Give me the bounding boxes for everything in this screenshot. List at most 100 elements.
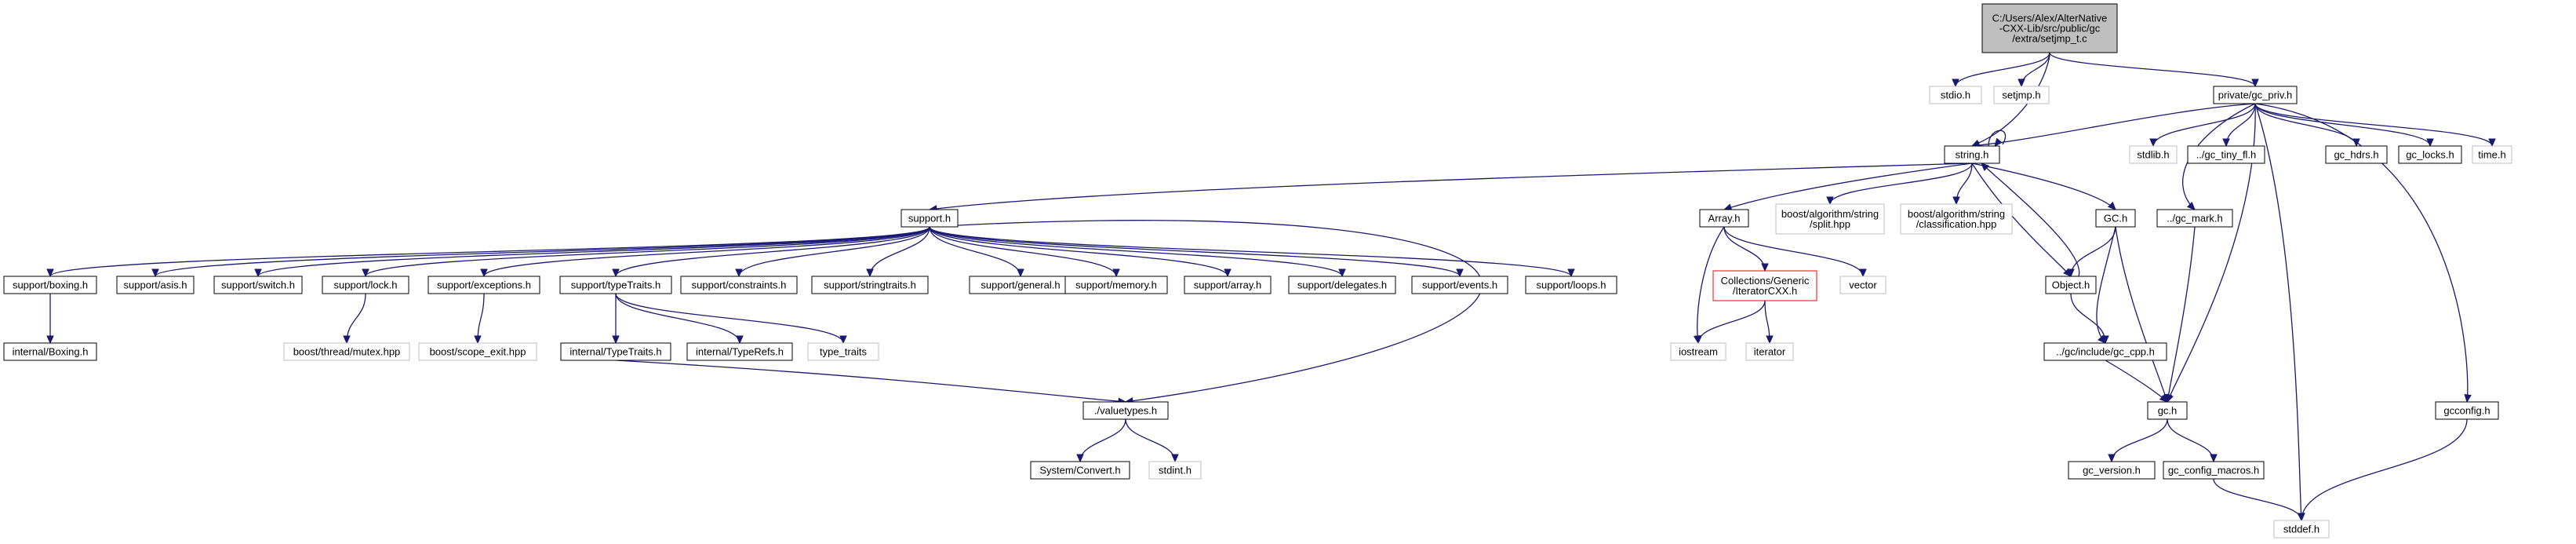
node-box — [2398, 145, 2462, 164]
node-sysconvert[interactable]: System/Convert.h — [1030, 461, 1130, 480]
node-iostream[interactable]: iostream — [1670, 342, 1726, 361]
node-gcpriv[interactable]: private/gc_priv.h — [2213, 86, 2298, 104]
node-stringtraits[interactable]: support/stringtraits.h — [811, 276, 929, 294]
node-label: stdint.h — [1159, 465, 1192, 476]
node-label: type_traits — [820, 346, 867, 358]
node-loops[interactable]: support/loops.h — [1525, 276, 1617, 294]
node-label: setjmp.h — [2002, 89, 2040, 101]
edge-support-to-sarray — [929, 226, 1228, 277]
node-label: support/stringtraits.h — [824, 279, 916, 291]
node-gccpp[interactable]: ../gc/include/gc_cpp.h — [2043, 342, 2167, 361]
node-label: Collections/Generic — [1721, 275, 1810, 287]
edge-excep-to-scopeexit-arrowhead — [474, 335, 482, 345]
node-stringh[interactable]: string.h — [1944, 145, 2000, 164]
node-label: support/memory.h — [1075, 279, 1157, 291]
node-label: /classification.hpp — [1916, 218, 1997, 230]
node-stdint[interactable]: stdint.h — [1148, 461, 1202, 480]
edge-typetraits-to-itypetraits-arrowhead — [612, 335, 620, 345]
node-scopeexit[interactable]: boost/scope_exit.hpp — [418, 342, 537, 361]
node-box — [116, 276, 195, 294]
edge-support-to-switchh — [257, 226, 930, 277]
node-delegates[interactable]: support/delegates.h — [1288, 276, 1396, 294]
node-split[interactable]: boost/algorithm/string/split.hpp — [1775, 203, 1885, 235]
edge-stringh-to-gch2 — [1971, 162, 2116, 210]
edge-root-to-stdio-arrowhead — [1952, 78, 1959, 88]
node-general[interactable]: support/general.h — [969, 276, 1072, 294]
node-gctinyfl[interactable]: ../gc_tiny_fl.h — [2187, 145, 2265, 164]
node-arrayh[interactable]: Array.h — [1699, 209, 1749, 228]
edge-gccpp-to-gch — [2105, 360, 2168, 403]
node-asis[interactable]: support/asis.h — [116, 276, 195, 294]
edge-stringh-to-gch2-arrowhead — [2107, 201, 2116, 210]
node-valuetypes[interactable]: ./valuetypes.h — [1082, 401, 1169, 420]
node-box — [283, 342, 410, 361]
node-excep[interactable]: support/exceptions.h — [428, 276, 540, 294]
node-objecth[interactable]: Object.h — [2045, 276, 2097, 294]
node-gcconfigmacros[interactable]: gc_config_macros.h — [2163, 461, 2265, 480]
node-box — [2472, 145, 2512, 164]
edge-support-to-constraints — [738, 226, 930, 277]
edge-support-to-general — [929, 226, 1021, 277]
node-stdlib[interactable]: stdlib.h — [2129, 145, 2178, 164]
node-constraints[interactable]: support/constraints.h — [680, 276, 798, 294]
node-vector[interactable]: vector — [1839, 276, 1887, 294]
node-label: private/gc_priv.h — [2218, 89, 2292, 101]
node-boxing[interactable]: support/boxing.h — [3, 276, 97, 294]
node-setjmp[interactable]: setjmp.h — [1993, 86, 2050, 104]
node-lockh[interactable]: support/lock.h — [322, 276, 409, 294]
edge-gch-to-gcconfigmacros-arrowhead — [2210, 454, 2218, 463]
node-collections[interactable]: Collections/Generic/IteratorCXX.h — [1712, 270, 1817, 301]
node-sarray[interactable]: support/array.h — [1184, 276, 1272, 294]
node-box — [213, 276, 303, 294]
node-events[interactable]: support/events.h — [1411, 276, 1508, 294]
node-typetraits[interactable]: support/typeTraits.h — [559, 276, 672, 294]
node-box — [2187, 145, 2265, 164]
node-gcconfig[interactable]: gcconfig.h — [2435, 401, 2499, 420]
node-gch[interactable]: gc.h — [2147, 401, 2188, 420]
node-label: gcconfig.h — [2443, 405, 2490, 417]
node-timeh[interactable]: time.h — [2472, 145, 2512, 164]
node-typetraitsstd[interactable]: type_traits — [807, 342, 879, 361]
edge-support-to-constraints-arrowhead — [735, 268, 743, 278]
node-mutex[interactable]: boost/thread/mutex.hpp — [283, 342, 410, 361]
node-label: support/array.h — [1194, 279, 1261, 291]
edge-valuetypes-to-stdint-arrowhead — [1171, 454, 1179, 463]
edge-support-to-switchh-arrowhead — [254, 268, 262, 278]
node-label: support/general.h — [981, 279, 1060, 291]
node-gclocks[interactable]: gc_locks.h — [2398, 145, 2462, 164]
edge-gcpriv-to-stddef — [2254, 103, 2302, 521]
node-memory[interactable]: support/memory.h — [1064, 276, 1168, 294]
node-box — [2325, 145, 2388, 164]
node-stdio[interactable]: stdio.h — [1929, 86, 1982, 104]
edge-arrayh-to-collections-arrowhead — [1761, 263, 1769, 272]
node-itypereefs[interactable]: internal/TypeRefs.h — [686, 342, 793, 361]
node-gcmark[interactable]: ../gc_mark.h — [2156, 209, 2233, 228]
node-gchdrs[interactable]: gc_hdrs.h — [2325, 145, 2388, 164]
node-label: support/delegates.h — [1297, 279, 1387, 291]
edge-typetraits-to-typetraitsstd — [615, 293, 844, 344]
node-box — [1184, 276, 1272, 294]
edge-typetraits-to-typetraitsstd-arrowhead — [839, 335, 847, 345]
node-box — [1993, 86, 2050, 104]
edge-root-to-setjmp-arrowhead — [2018, 78, 2025, 88]
node-stddef[interactable]: stddef.h — [2273, 520, 2330, 539]
node-iboxing[interactable]: internal/Boxing.h — [3, 342, 97, 361]
edge-stringh-to-stringh-arrowhead — [1994, 137, 2003, 147]
node-label: /split.hpp — [1810, 218, 1850, 230]
node-root[interactable]: C:/Users/Alex/AlterNative-CXX-Lib/src/pu… — [1981, 3, 2118, 53]
node-classif[interactable]: boost/algorithm/string/classification.hp… — [1900, 203, 2013, 235]
edge-gcconfigmacros-to-stddef — [2213, 478, 2302, 521]
edge-support-to-boxing-arrowhead — [46, 268, 54, 278]
node-box — [1699, 209, 1749, 228]
edge-root-to-setjmp — [2021, 52, 2050, 87]
node-gch2[interactable]: GC.h — [2095, 209, 2136, 228]
node-support[interactable]: support.h — [901, 209, 959, 228]
node-iterator[interactable]: iterator — [1745, 342, 1794, 361]
node-box — [428, 276, 540, 294]
node-label: stdlib.h — [2137, 149, 2169, 161]
node-itypetraits[interactable]: internal/TypeTraits.h — [560, 342, 671, 361]
edge-gcconfig-to-stddef — [2301, 418, 2468, 521]
edge-gcpriv-to-gclocks-arrowhead — [2426, 138, 2434, 148]
node-switchh[interactable]: support/switch.h — [213, 276, 303, 294]
node-gcversion[interactable]: gc_version.h — [2068, 461, 2156, 480]
